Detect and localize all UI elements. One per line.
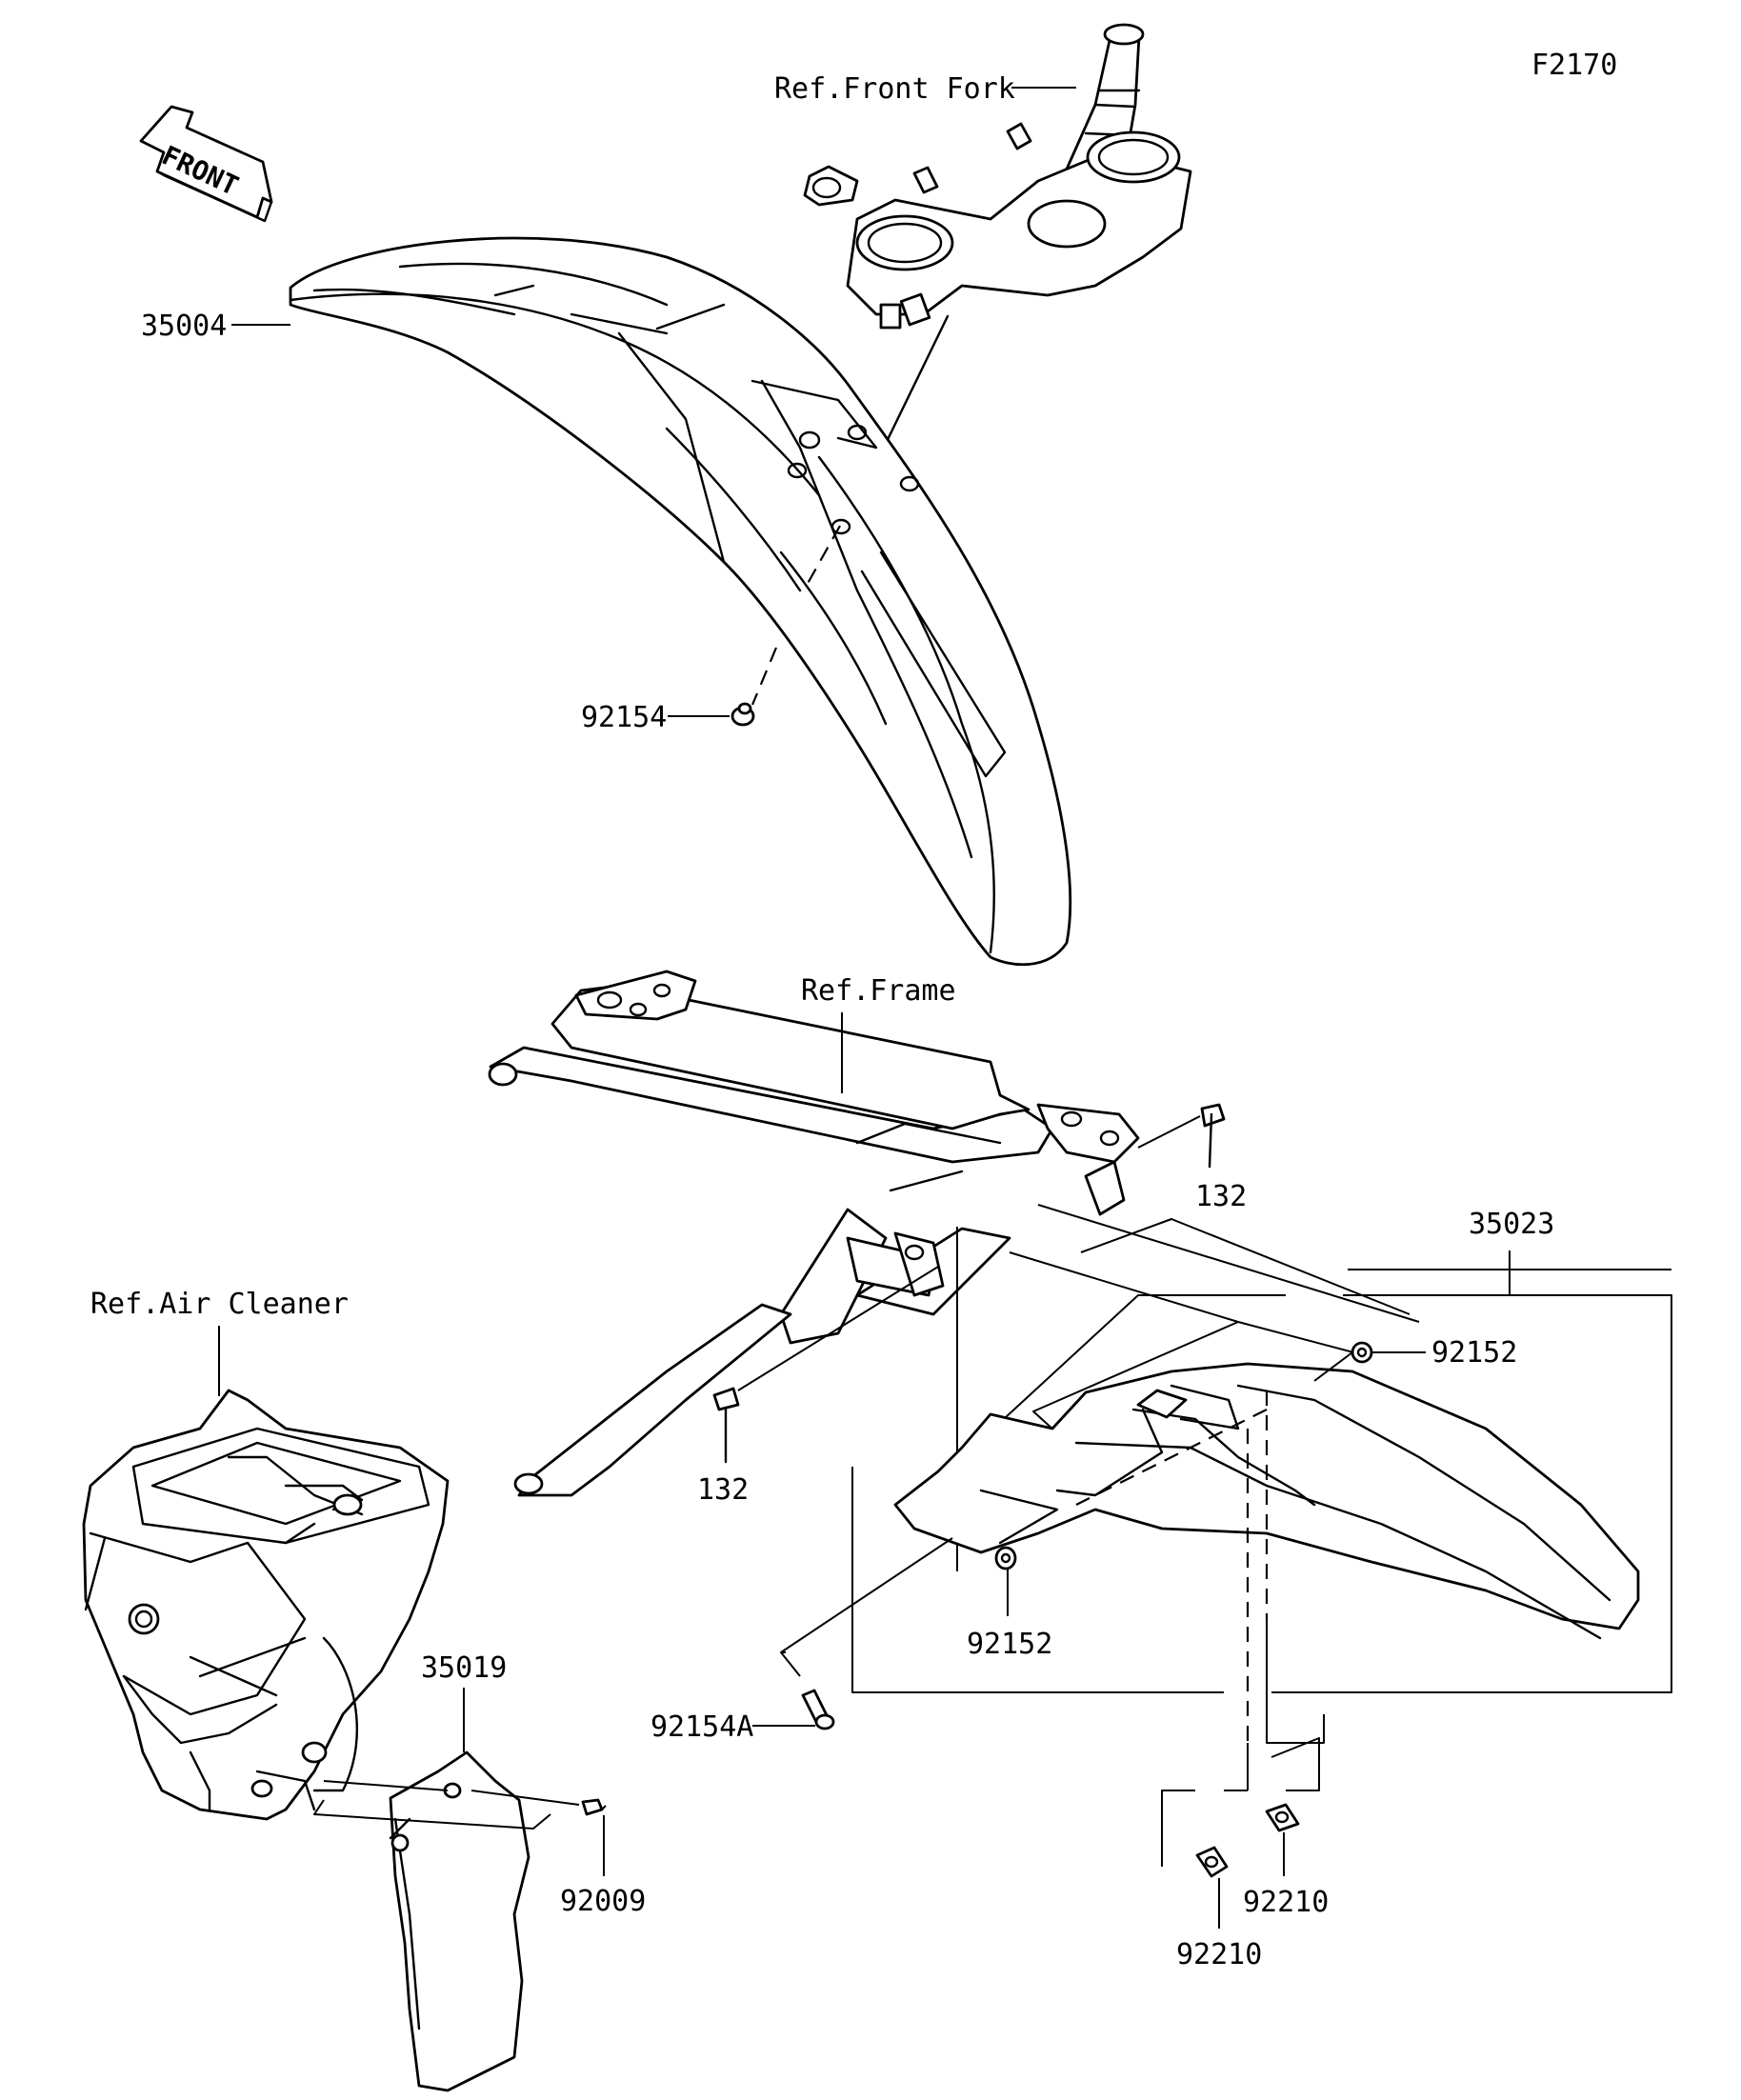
front-fender	[289, 236, 1072, 967]
rear-fender-bolt	[752, 1537, 953, 1730]
mud-guard-screw-part-number: 92009	[560, 1885, 646, 1918]
rear-subframe	[488, 970, 1140, 1497]
front-fender-bolt-part-number: 92154	[581, 701, 667, 734]
front-fender-bolt	[730, 647, 778, 727]
figure-code: F2170	[1531, 49, 1617, 82]
front-direction-arrow: FRONT	[139, 105, 273, 223]
ref-frame-label: Ref.Frame	[801, 974, 956, 1008]
mud-guard-screw	[470, 1790, 607, 1876]
nut-clip-right-part-number: 92210	[1243, 1886, 1329, 1919]
ref-air-cleaner-label: Ref.Air Cleaner	[90, 1288, 349, 1321]
ref-front-fork-label: Ref.Front Fork	[774, 72, 1015, 106]
frame-bolt-left-part-number: 132	[697, 1473, 749, 1507]
front-fender-part-number: 35004	[141, 310, 227, 343]
frame-bolt-left	[712, 1266, 939, 1464]
rear-fender-collar-lower	[994, 1546, 1017, 1616]
frame-bolt-right	[1137, 1103, 1226, 1169]
rear-fender	[893, 1362, 1640, 1867]
front-fork-bracket	[803, 23, 1192, 528]
rear-fender-collar-lower-part-number: 92152	[967, 1628, 1052, 1661]
air-cleaner-box	[82, 1389, 450, 1821]
frame-bolt-right-part-number: 132	[1195, 1180, 1247, 1213]
rear-fender-leader	[1348, 1250, 1671, 1270]
rear-fender-bolt-part-number: 92154A	[650, 1710, 753, 1744]
rear-fender-collar-upper-part-number: 92152	[1431, 1336, 1517, 1370]
mud-guard-part-number: 35019	[421, 1651, 507, 1685]
nut-clip-right	[1265, 1803, 1300, 1876]
rear-fender-part-number: 35023	[1469, 1208, 1554, 1241]
nut-clip-left	[1195, 1846, 1229, 1929]
rear-fender-collar-upper	[1313, 1341, 1426, 1382]
nut-clip-left-part-number: 92210	[1176, 1938, 1262, 1971]
mud-guard	[313, 1750, 551, 2092]
